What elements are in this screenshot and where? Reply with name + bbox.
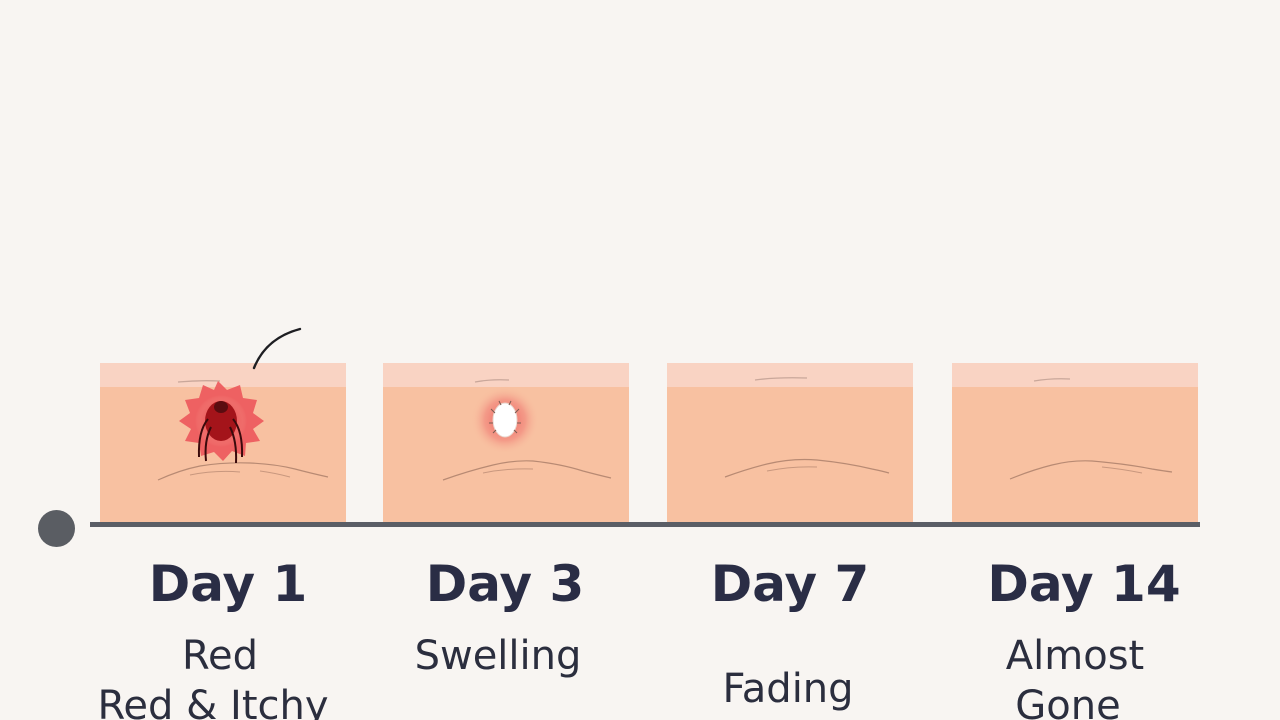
timeline-axis <box>90 522 1200 527</box>
stage-description-day-14-line-1: Almost <box>1005 633 1145 679</box>
stage-description-day-3: Swelling <box>414 633 582 679</box>
hair-strand-icon <box>252 327 302 370</box>
timeline-start-marker <box>38 510 75 547</box>
stage-description-day-14-line-2: Gone <box>1015 683 1121 720</box>
skin-surface-layer <box>952 363 1198 387</box>
stage-description-day-1-line-2: Red & Itchy <box>97 683 329 720</box>
skin-dermis-layer <box>952 387 1198 523</box>
skin-cross-section-art <box>1009 378 1173 480</box>
skin-panel-day-14 <box>952 363 1198 523</box>
day-label-14: Day 14 <box>987 555 1181 613</box>
skin-dermis-layer <box>667 387 913 523</box>
skin-panel-day-7 <box>667 363 913 523</box>
skin-panel-day-3 <box>383 363 629 523</box>
swelling-bump-icon <box>471 386 539 454</box>
tick-bite-icon <box>179 381 264 464</box>
skin-cross-section-art <box>157 380 329 481</box>
skin-surface-layer <box>100 363 346 387</box>
day-label-3: Day 3 <box>425 555 585 613</box>
day-label-7: Day 7 <box>710 555 870 613</box>
day-label-1: Day 1 <box>148 555 308 613</box>
skin-surface-layer <box>383 363 629 387</box>
skin-surface-layer <box>667 363 913 387</box>
skin-cross-section-art <box>724 377 890 478</box>
stage-description-day-7: Fading <box>722 666 854 712</box>
stage-description-day-1-line-1: Red <box>182 633 258 679</box>
skin-cross-section-art <box>442 379 612 481</box>
skin-panel-day-1 <box>100 363 346 523</box>
